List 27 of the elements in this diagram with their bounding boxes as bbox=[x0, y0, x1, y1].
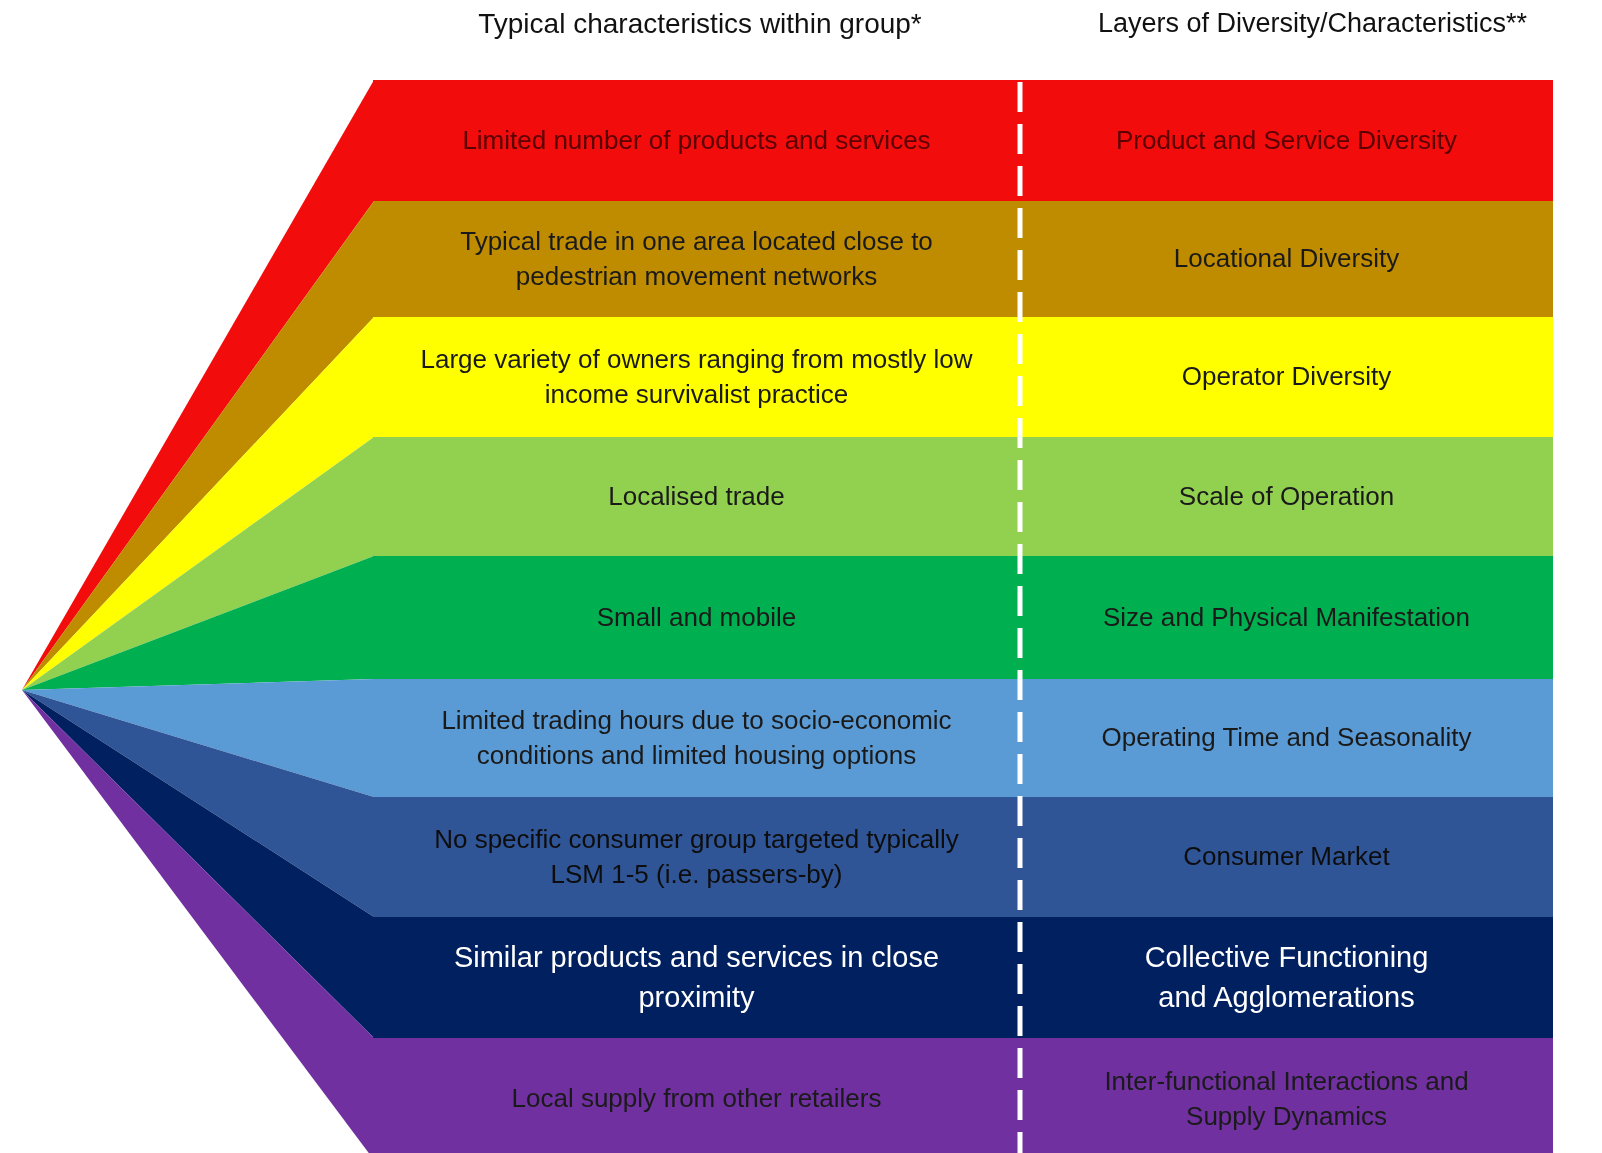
layer-text: Scale of Operation bbox=[1178, 479, 1395, 513]
layer-text: Consumer Market bbox=[1183, 840, 1390, 874]
layer-text: Locational Diversity bbox=[1173, 242, 1400, 276]
characteristic-text: Small and mobile bbox=[596, 600, 797, 634]
layer-text: Operator Diversity bbox=[1181, 360, 1392, 394]
characteristic-text: Large variety of owners ranging from mostly low income survivalist practice bbox=[419, 342, 974, 411]
characteristic-text: Similar products and services in close proximity bbox=[452, 940, 941, 1015]
layer-text: Collective Functioning and Agglomerations bbox=[1143, 940, 1430, 1015]
color-band bbox=[373, 917, 1553, 1038]
column-heading: Layers of Diversity/Characteristics** bbox=[1096, 8, 1529, 39]
layer-text: Product and Service Diversity bbox=[1116, 123, 1457, 157]
color-band bbox=[373, 80, 1553, 201]
characteristic-text: Limited trading hours due to socio-economic conditions and limited housing options bbox=[440, 703, 953, 772]
characteristic-text: No specific consumer group targeted typically LSM 1-5 (i.e. passers-by) bbox=[433, 822, 960, 891]
characteristic-text: Typical trade in one area located close to pedestrian movement networks bbox=[459, 224, 934, 293]
layer-text: Size and Physical Manifestation bbox=[1102, 600, 1471, 634]
color-band bbox=[373, 437, 1553, 556]
color-band bbox=[373, 1038, 1553, 1153]
column-heading: Typical characteristics within group* bbox=[477, 8, 923, 40]
characteristic-text: Localised trade bbox=[608, 479, 785, 513]
color-band bbox=[373, 797, 1553, 917]
characteristic-text: Local supply from other retailers bbox=[511, 1082, 882, 1116]
layer-text: Inter-functional Interactions and Supply Dynamics bbox=[1103, 1064, 1470, 1133]
characteristic-text: Limited number of products and services bbox=[462, 123, 931, 157]
layer-text: Operating Time and Seasonality bbox=[1101, 721, 1472, 755]
color-band bbox=[373, 201, 1553, 317]
color-band bbox=[373, 317, 1553, 437]
